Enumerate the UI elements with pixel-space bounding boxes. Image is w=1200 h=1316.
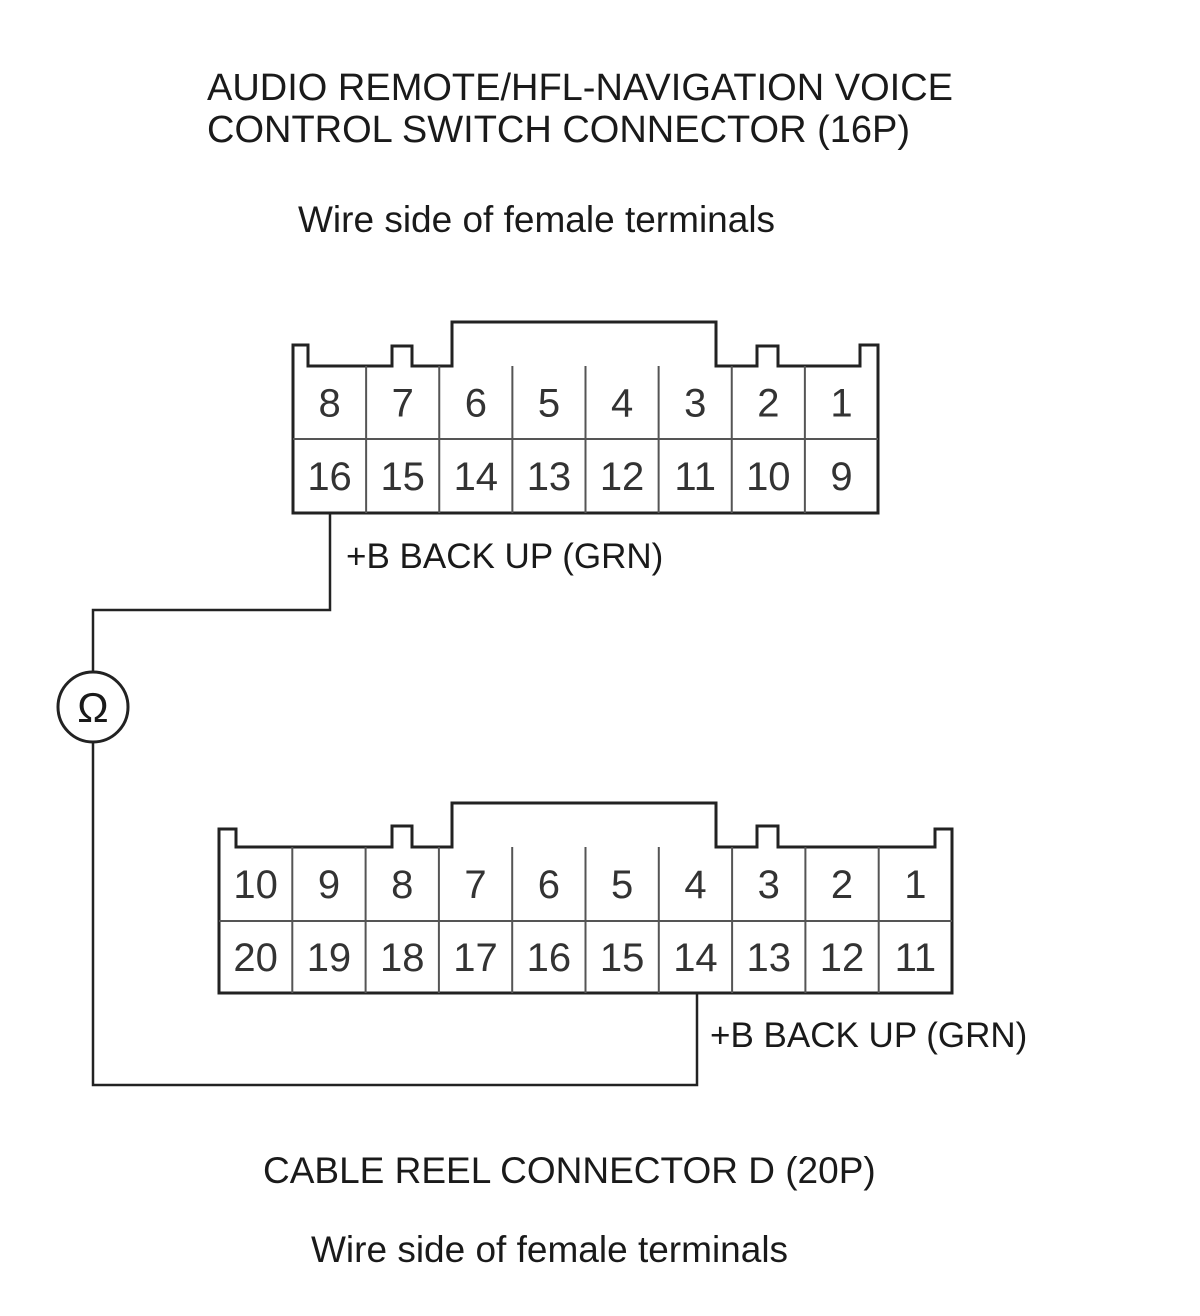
connector-a-pin-label: 12 — [600, 455, 645, 499]
connector-a-title-line2: CONTROL SWITCH CONNECTOR (16P) — [207, 109, 910, 151]
connector-a-pin-label: 9 — [830, 455, 852, 499]
probe-wire-b — [91, 742, 699, 1087]
connector-b-pin-label: 14 — [673, 936, 718, 980]
connector-b-pin-label: 3 — [758, 863, 780, 907]
connector-b-pin-label: 18 — [380, 936, 425, 980]
connector-b-title: CABLE REEL CONNECTOR D (20P) — [263, 1150, 876, 1191]
connector-b-pin-label: 5 — [611, 863, 633, 907]
connector-b-column-dividers — [291, 847, 880, 993]
connector-a-pin-label: 13 — [527, 455, 572, 499]
connector-b-pin-label: 1 — [904, 863, 926, 907]
connector-a-view-note: Wire side of female terminals — [298, 199, 775, 240]
connector-a-pin-label: 11 — [674, 455, 716, 499]
connector-b-view-note: Wire side of female terminals — [311, 1229, 788, 1270]
connector-b-probe-label: +B BACK UP (GRN) — [710, 1016, 1027, 1055]
connector-a-pin-label: 3 — [684, 382, 706, 426]
connector-a-probe-label: +B BACK UP (GRN) — [346, 537, 663, 576]
connector-b-pin-label: 4 — [684, 863, 706, 907]
connector-b-pin-label: 13 — [747, 936, 792, 980]
connector-a-column-dividers — [365, 366, 806, 513]
connector-b-pin-label: 6 — [538, 863, 560, 907]
connector-b-housing — [217, 801, 954, 995]
connector-b-pin-label: 9 — [318, 863, 340, 907]
connector-b-pin-label: 8 — [391, 863, 413, 907]
connector-b-pin-label: 15 — [600, 936, 645, 980]
connector-a-pin-label: 1 — [830, 382, 852, 426]
connector-a-pin-label: 8 — [318, 382, 340, 426]
ohmmeter-icon: Ω — [56, 670, 130, 744]
connector-a-title-line1: AUDIO REMOTE/HFL-NAVIGATION VOICE — [207, 67, 953, 109]
connector-a-pin-label: 15 — [380, 455, 425, 499]
connector-b-pin-label: 20 — [233, 936, 278, 980]
connector-b-pin-label: 17 — [453, 936, 498, 980]
connector-a: 8 16 7 15 6 14 5 13 4 12 3 11 2 10 1 9 — [291, 320, 880, 515]
connector-a-pin-label: 16 — [307, 455, 352, 499]
connector-b-pin-label: 19 — [307, 936, 352, 980]
connector-b-pin-label: 11 — [895, 936, 937, 980]
probe-wire-a — [91, 513, 332, 672]
connector-a-pin-label: 4 — [611, 382, 633, 426]
connector-a-pin-label: 7 — [392, 382, 414, 426]
connector-a-housing — [291, 320, 880, 515]
connector-a-pin-label: 14 — [454, 455, 499, 499]
connector-b-pin-label: 12 — [820, 936, 865, 980]
connector-a-pin-label: 10 — [746, 455, 791, 499]
ohmmeter-circle — [56, 670, 130, 744]
connector-b-pin-label: 7 — [464, 863, 486, 907]
ohm-symbol: Ω — [77, 684, 108, 731]
connector-a-pin-label: 2 — [757, 382, 779, 426]
connector-a-pins: 8 16 7 15 6 14 5 13 4 12 3 11 2 10 1 9 — [307, 382, 852, 500]
connector-b-pin-label: 10 — [233, 863, 278, 907]
connector-a-pin-label: 6 — [465, 382, 487, 426]
connector-b-pin-label: 2 — [831, 863, 853, 907]
connector-b-pin-label: 16 — [527, 936, 572, 980]
connector-a-pin-label: 5 — [538, 382, 560, 426]
